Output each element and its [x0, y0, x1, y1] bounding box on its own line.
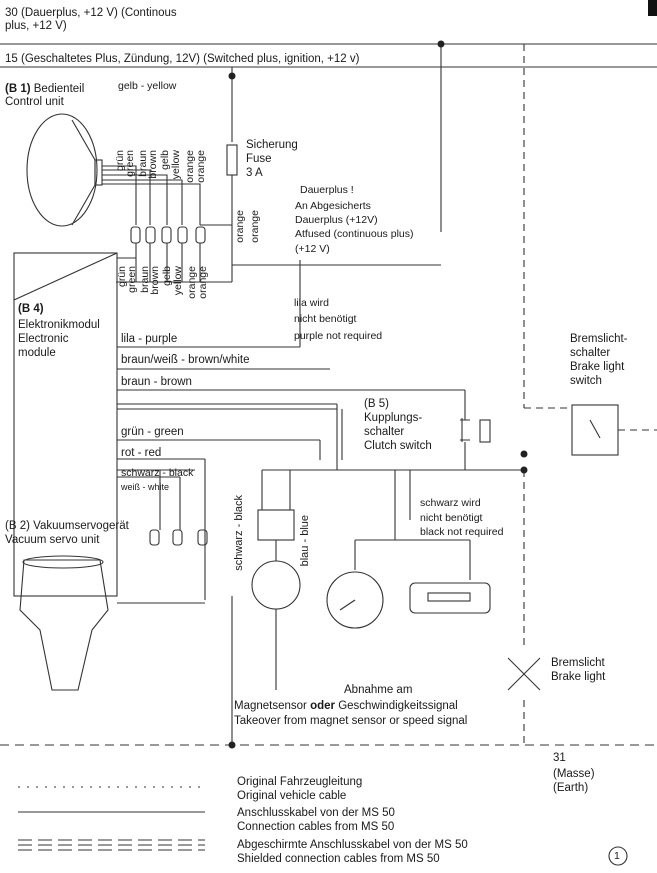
sensor-wire-blue-label: blau - blue [299, 515, 311, 567]
takeover-line-1: Abnahme am [344, 684, 413, 696]
control-unit-shape [26, 113, 98, 227]
b4-wire-label: orange [197, 266, 209, 299]
radio-unit [409, 582, 491, 614]
dauerplus-note-2: An Abgesicherts [295, 200, 371, 212]
lila-note-3: purple not required [294, 330, 383, 342]
ground-masse: (Masse) [553, 768, 595, 780]
brake-light-en: Brake light [551, 671, 606, 683]
b4-wire-label: yellow [172, 266, 184, 296]
b4-name-en-2: module [18, 347, 56, 359]
ground-earth: (Earth) [553, 782, 589, 794]
b4-wire-label: brown [149, 266, 161, 295]
wire-brown-white-label: braun/weiß - brown/white [121, 354, 250, 366]
line15-label: 15 (Geschaltetes Plus, Zündung, 12V) (Sw… [5, 53, 360, 65]
brake-light-de: Bremslicht [551, 657, 605, 669]
b2-name-en: Vacuum servo unit [5, 534, 100, 546]
brake-switch-en-1: Brake light [570, 361, 625, 373]
b1-name-de: Bedienteil [33, 83, 85, 95]
b1-title: (B 1) Bedienteil [5, 83, 84, 96]
brake-switch-en-2: switch [570, 375, 602, 387]
wire-black-label: schwarz - black [121, 467, 194, 479]
b5-de-1: Kupplungs- [364, 412, 423, 424]
black-note-1: schwarz wird [420, 497, 481, 509]
b4-wire-label: gelb [161, 266, 173, 286]
b4-wire-label: orange [186, 266, 198, 299]
b1-wire-label: brown [147, 150, 159, 179]
wire-purple-label: lila - purple [121, 333, 178, 345]
b1-wire-label: green [124, 150, 136, 177]
brake-light-switch [571, 404, 619, 456]
speedometer [326, 571, 384, 629]
brake-switch-de-1: Bremslicht- [570, 333, 628, 345]
brake-switch-de-2: schalter [570, 347, 611, 359]
electronic-module [13, 252, 118, 597]
takeover-line-3: Takeover from magnet sensor or speed sig… [234, 715, 468, 727]
wire-red-label: rot - red [121, 447, 162, 459]
legend-shielded-de: Abgeschirmte Anschlusskabel von der MS 5… [237, 839, 468, 851]
b5-de-2: schalter [364, 426, 405, 438]
sensor-wire-black-label: schwarz - black [233, 495, 245, 571]
magnet-sensor-connector [257, 509, 295, 541]
takeover-line-2: Magnetsensor oder Geschwindigkeitssignal [234, 700, 458, 713]
b4-name-de: Elektronikmodul [18, 319, 100, 331]
legend-solid-de: Anschlusskabel von der MS 50 [237, 807, 395, 819]
b1-tag: (B 1) [5, 83, 31, 95]
b2-name-de: Vakuumservogerät [33, 520, 129, 532]
junction-dot [520, 450, 528, 458]
wire-white-label: weiß - white [121, 482, 170, 492]
junction-dot [520, 466, 528, 474]
b2-tag: (B 2) [5, 520, 30, 532]
legend-solid-en: Connection cables from MS 50 [237, 821, 395, 833]
lila-note-2: nicht benötigt [294, 313, 357, 325]
b5-en: Clutch switch [364, 440, 432, 452]
b1-wire-label: gelb [159, 150, 171, 170]
b1-name-en: Control unit [5, 96, 64, 108]
b4-tag: (B 4) [18, 303, 44, 315]
wire-green-label: grün - green [121, 426, 184, 438]
figure-number: 1 [614, 850, 620, 862]
b4-name-en: Electronic [18, 333, 69, 345]
b4-wire-label: green [126, 266, 138, 293]
b5-tag: (B 5) [364, 398, 389, 410]
b1-wire-label: yellow [170, 150, 182, 180]
takeover-magnet: Magnetsensor [234, 700, 307, 712]
dauerplus-note-3: Dauerplus (+12V) [295, 214, 378, 226]
fuse [226, 144, 238, 176]
line30-label: 30 (Dauerplus, +12 V) (Continous [5, 7, 177, 19]
b2-title: (B 2) Vakuumservogerät [5, 520, 129, 533]
magnet-sensor [251, 560, 301, 610]
line30-label-2: plus, +12 V) [5, 20, 67, 32]
fuse-label-de: Sicherung [246, 139, 298, 151]
junction-dot [228, 72, 236, 80]
legend-shielded-en: Shielded connection cables from MS 50 [237, 853, 440, 865]
dauerplus-note-4: Atfused (continuous plus) [295, 228, 414, 240]
fuse-wire-label: orange [234, 210, 246, 243]
figure-number-circle [608, 846, 628, 866]
wire-yellow-label: gelb - yellow [118, 80, 177, 92]
wire-brown-label: braun - brown [121, 376, 192, 388]
legend-dotted-en: Original vehicle cable [237, 790, 347, 802]
corner-mark [648, 0, 657, 16]
fuse-wire-label: orange [249, 210, 261, 243]
lila-note-1: lila wird [294, 297, 330, 309]
legend-dotted-de: Original Fahrzeugleitung [237, 776, 363, 788]
black-note-2: nicht benötigt [420, 512, 483, 524]
vacuum-servo-shape [19, 559, 109, 691]
dauerplus-note-1: Dauerplus ! [300, 184, 354, 196]
takeover-or: oder [310, 700, 335, 712]
takeover-speed: Geschwindigkeitssignal [338, 700, 458, 712]
black-note-3: black not required [420, 526, 504, 538]
junction-dot [437, 40, 445, 48]
dauerplus-note-5: (+12 V) [295, 243, 330, 255]
fuse-rating: 3 A [246, 167, 263, 179]
b1-wire-label: orange [195, 150, 207, 183]
b1-wire-label: orange [184, 150, 196, 183]
ground-31: 31 [553, 752, 566, 764]
junction-dot [228, 741, 236, 749]
fuse-label-en: Fuse [246, 153, 272, 165]
